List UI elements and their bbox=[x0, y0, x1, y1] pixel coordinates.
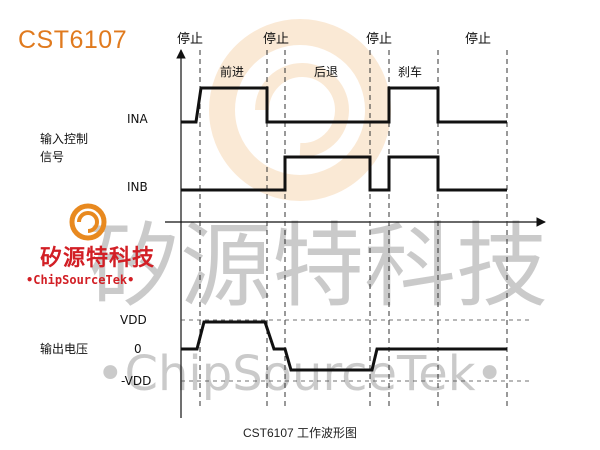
watermark-text-en: •ChipSourceTek• bbox=[96, 346, 504, 402]
output-voltage-label: 输出电压 bbox=[40, 341, 88, 356]
inb-label: INB bbox=[127, 180, 148, 194]
logo-ring-icon bbox=[69, 203, 107, 241]
phase-label-stop-4: 停止 bbox=[465, 31, 491, 47]
neg-vdd-label: -VDD bbox=[121, 374, 151, 388]
logo-name-cn: 矽源特科技 bbox=[40, 246, 156, 271]
vdd-label: VDD bbox=[120, 313, 147, 327]
logo-swirl-icon bbox=[77, 211, 99, 233]
ina-label: INA bbox=[127, 112, 149, 126]
ina-waveform bbox=[181, 86, 507, 124]
phase-label-forward: 前进 bbox=[220, 64, 244, 79]
output-voltage-waveform bbox=[181, 320, 507, 372]
brand-title: CST6107 bbox=[18, 26, 128, 54]
watermark-logo-ring bbox=[209, 19, 391, 201]
phase-label-brake: 刹车 bbox=[398, 64, 422, 79]
phase-label-reverse: 后退 bbox=[314, 65, 338, 79]
input-group-label-line2: 信号 bbox=[40, 150, 64, 164]
phase-label-stop-3: 停止 bbox=[366, 31, 392, 47]
zero-label: 0 bbox=[134, 342, 142, 356]
phase-label-stop-1: 停止 bbox=[177, 31, 203, 47]
inb-waveform bbox=[181, 155, 507, 192]
diagram-caption: CST6107 工作波形图 bbox=[242, 426, 358, 440]
logo-name-en: •ChipSourceTek• bbox=[26, 273, 135, 287]
output-level-guides bbox=[181, 319, 530, 382]
phase-dividers bbox=[199, 50, 508, 410]
watermark-logo-swirl bbox=[255, 63, 349, 158]
input-group-label-line1: 输入控制 bbox=[40, 131, 88, 146]
watermark-text-cn: 矽源特科技 bbox=[88, 213, 548, 320]
phase-label-stop-2: 停止 bbox=[263, 31, 289, 47]
